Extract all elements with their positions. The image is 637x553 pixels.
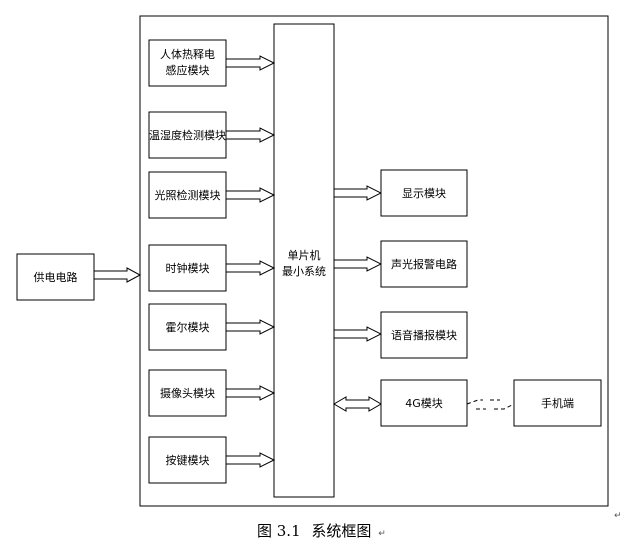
arrow-light-to-mcu [225, 187, 276, 203]
input-label-keys: 按键模块 [166, 453, 210, 467]
mcu-label-line2: 最小系统 [282, 265, 326, 278]
arrow-clock-to-mcu [225, 260, 276, 276]
input-module-hall: 霍尔模块 [148, 303, 227, 351]
input-module-clock: 时钟模块 [148, 244, 227, 292]
input-label-pir-2: 感应模块 [166, 63, 210, 77]
input-label-light: 光照检测模块 [155, 188, 221, 202]
mcu-label-line1: 单片机 [288, 248, 321, 262]
module-4g: 4G模块 [380, 379, 468, 427]
input-label-pir-1: 人体热释电 [160, 47, 215, 61]
input-module-camera: 摄像头模块 [148, 369, 227, 417]
wireless-link [466, 399, 515, 410]
output-module-alarm: 声光报警电路 [380, 240, 468, 288]
input-label-clock: 时钟模块 [166, 261, 210, 275]
phone-label: 手机端 [541, 396, 574, 410]
input-module-temp-humidity: 温湿度检测模块 [148, 111, 227, 159]
output-label-alarm: 声光报警电路 [391, 257, 457, 271]
output-label-display: 显示模块 [402, 187, 446, 200]
arrow-power-to-system [93, 267, 142, 283]
input-module-pir: 人体热释电 感应模块 [148, 39, 227, 87]
output-module-voice: 语音播报模块 [380, 311, 468, 359]
input-label-camera: 摄像头模块 [160, 386, 215, 400]
input-module-keys: 按键模块 [148, 436, 227, 484]
return-mark-frame: ↵ [614, 511, 622, 521]
arrow-mcu-to-voice [333, 326, 383, 342]
arrow-temp-humidity-to-mcu [225, 127, 276, 143]
figure-caption-title: 系统框图 [311, 522, 371, 540]
input-label-hall: 霍尔模块 [166, 321, 210, 334]
arrow-mcu-4g-bidirectional [333, 396, 382, 412]
input-module-light: 光照检测模块 [148, 171, 227, 219]
figure-caption: 图 3.1 系统框图 ↵ [257, 522, 386, 540]
return-mark-caption: ↵ [378, 529, 386, 539]
arrow-keys-to-mcu [225, 452, 276, 468]
arrow-camera-to-mcu [225, 385, 276, 401]
arrow-hall-to-mcu [225, 319, 276, 335]
mcu-block: 单片机 最小系统 [273, 23, 335, 498]
arrow-mcu-to-display [333, 185, 383, 201]
system-frame [139, 15, 609, 507]
module-4g-label: 4G模块 [405, 397, 443, 410]
output-label-voice: 语音播报模块 [391, 328, 457, 342]
figure-caption-number: 图 3.1 [257, 522, 301, 540]
power-supply-block: 供电电路 [16, 253, 95, 301]
arrow-mcu-to-alarm [333, 256, 383, 272]
input-label-temp-humidity: 温湿度检测模块 [149, 128, 226, 142]
output-module-display: 显示模块 [380, 169, 468, 217]
arrow-pir-to-mcu [225, 55, 276, 71]
power-supply-label: 供电电路 [34, 270, 78, 284]
phone-block: 手机端 [513, 379, 602, 427]
